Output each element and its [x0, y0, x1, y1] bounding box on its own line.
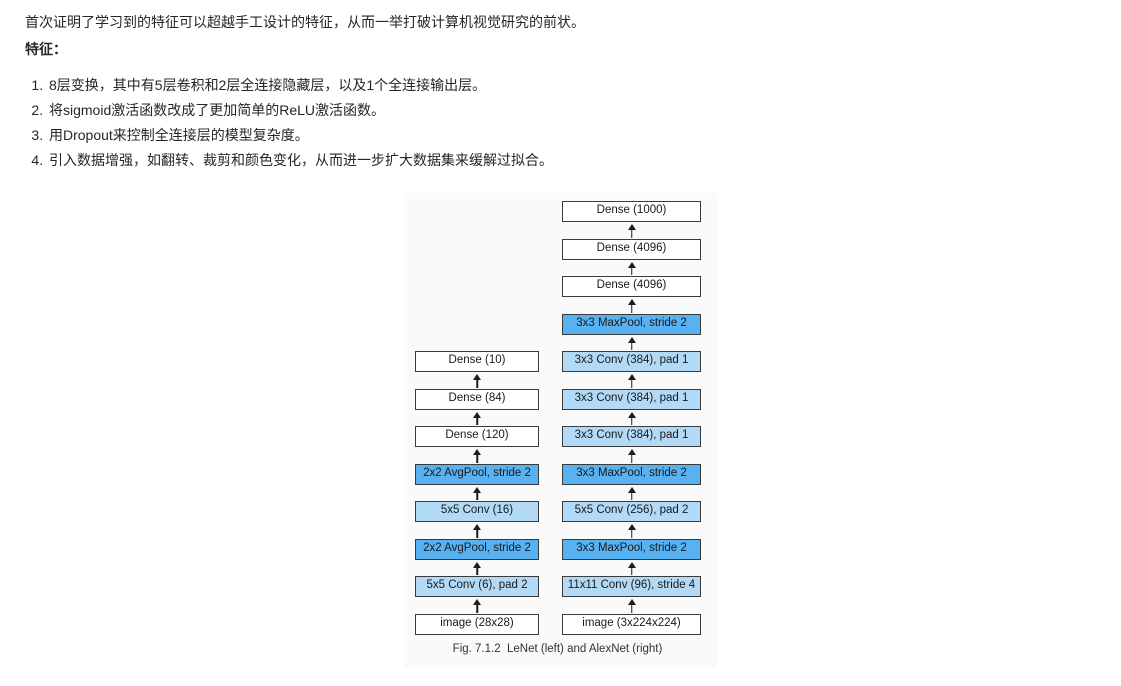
feature-item: 用Dropout来控制全连接层的模型复杂度。 — [47, 123, 885, 148]
up-arrow-icon — [562, 447, 701, 464]
up-arrow-icon — [415, 447, 539, 464]
up-arrow-icon — [415, 485, 539, 502]
alexnet-layer-box: 3x3 MaxPool, stride 2 — [562, 463, 701, 485]
figure-caption: Fig. 7.1.2 LeNet (left) and AlexNet (rig… — [452, 643, 663, 655]
alexnet-layer-box: 3x3 Conv (384), pad 1 — [562, 351, 701, 372]
up-arrow-icon — [562, 297, 701, 314]
alexnet-layer-box: image (3x224x224) — [562, 613, 701, 635]
up-arrow-icon — [562, 372, 701, 389]
architecture-figure: Dense (10) Dense (84) Dense (120) 2x2 Av… — [404, 193, 717, 668]
up-arrow-icon — [562, 335, 701, 352]
lenet-column: Dense (10) Dense (84) Dense (120) 2x2 Av… — [415, 351, 539, 635]
up-arrow-icon — [415, 410, 539, 427]
alexnet-layer-box: Dense (1000) — [562, 201, 701, 222]
up-arrow-icon — [415, 560, 539, 577]
alexnet-layer-box: 3x3 Conv (384), pad 1 — [562, 426, 701, 447]
up-arrow-icon — [562, 597, 701, 614]
alexnet-layer-box: 11x11 Conv (96), stride 4 — [562, 576, 701, 597]
up-arrow-icon — [415, 522, 539, 539]
up-arrow-icon — [415, 372, 539, 389]
feature-item: 引入数据增强，如翻转、裁剪和颜色变化，从而进一步扩大数据集来缓解过拟合。 — [47, 148, 885, 173]
alexnet-layer-box: Dense (4096) — [562, 238, 701, 260]
up-arrow-icon — [562, 260, 701, 277]
alexnet-layer-box: 3x3 MaxPool, stride 2 — [562, 538, 701, 560]
up-arrow-icon — [562, 560, 701, 577]
lenet-layer-box: 2x2 AvgPool, stride 2 — [415, 538, 539, 560]
feature-item: 8层变换，其中有5层卷积和2层全连接隐藏层，以及1个全连接输出层。 — [47, 73, 885, 98]
lenet-layer-box: Dense (10) — [415, 351, 539, 372]
lenet-layer-box: image (28x28) — [415, 613, 539, 635]
alexnet-layer-box: Dense (4096) — [562, 276, 701, 297]
lenet-layer-box: Dense (120) — [415, 426, 539, 447]
alexnet-layer-box: 5x5 Conv (256), pad 2 — [562, 501, 701, 522]
alexnet-layer-box: 3x3 MaxPool, stride 2 — [562, 313, 701, 335]
up-arrow-icon — [562, 410, 701, 427]
alexnet-column: Dense (1000) Dense (4096) Dense (4096) 3… — [562, 201, 701, 635]
alexnet-layer-box: 3x3 Conv (384), pad 1 — [562, 388, 701, 410]
feature-item: 将sigmoid激活函数改成了更加简单的ReLU激活函数。 — [47, 98, 885, 123]
intro-paragraph: 首次证明了学习到的特征可以超越手工设计的特征，从而一举打破计算机视觉研究的前状。 — [25, 14, 585, 30]
up-arrow-icon — [562, 522, 701, 539]
lenet-layer-box: 5x5 Conv (6), pad 2 — [415, 576, 539, 597]
features-heading: 特征： — [25, 41, 67, 57]
up-arrow-icon — [415, 597, 539, 614]
up-arrow-icon — [562, 485, 701, 502]
lenet-layer-box: 5x5 Conv (16) — [415, 501, 539, 522]
features-list: 8层变换，其中有5层卷积和2层全连接隐藏层，以及1个全连接输出层。 将sigmo… — [25, 73, 885, 173]
up-arrow-icon — [562, 222, 701, 239]
article-content: 首次证明了学习到的特征可以超越手工设计的特征，从而一举打破计算机视觉研究的前状。… — [25, 0, 885, 173]
lenet-layer-box: Dense (84) — [415, 388, 539, 410]
lenet-layer-box: 2x2 AvgPool, stride 2 — [415, 463, 539, 485]
